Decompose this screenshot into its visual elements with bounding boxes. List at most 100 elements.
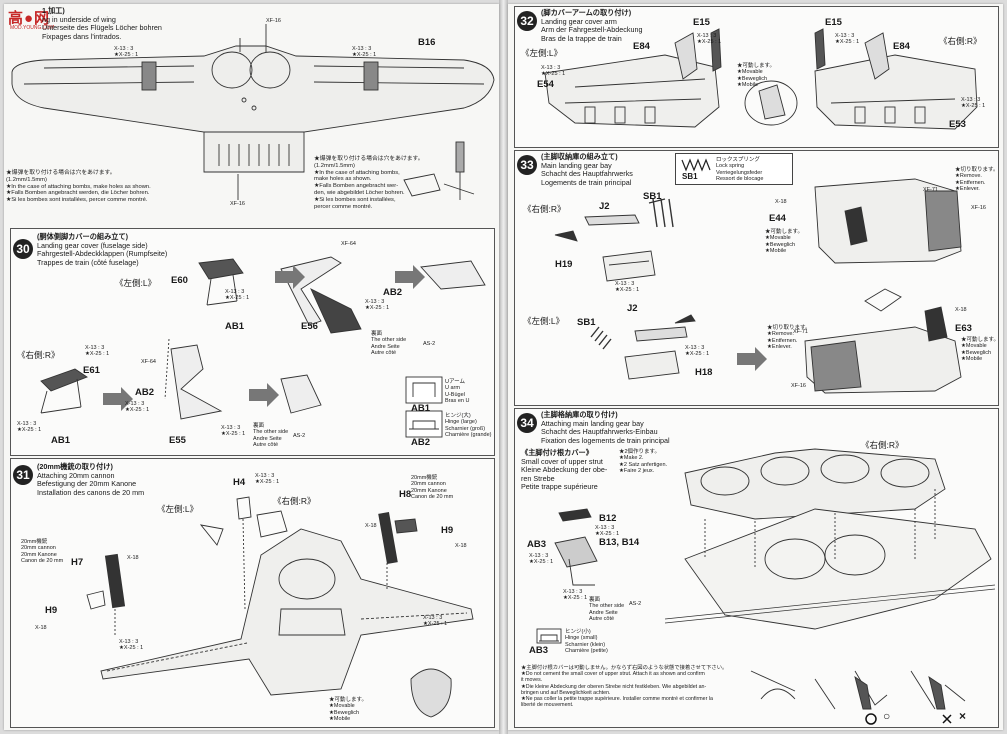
part-xf71-b: XF-71 (793, 329, 808, 335)
step-31-section: 31 (20mm機銃の取り付け) Attaching 20mm cannon B… (10, 458, 495, 728)
step-31-side-l: 《左側:L》 (157, 504, 199, 514)
part-xf64-b: XF-64 (141, 359, 156, 365)
part-x18-b: X-18 (955, 307, 967, 313)
legend-ab2-text: ヒンジ(大)Hinge (large)Scharnier (groß)Charn… (445, 413, 492, 439)
step-32-paint-d: X-13 : 3★X-25 : 1 (961, 97, 986, 110)
step-34-section: 34 (主脚格納庫の取り付け) Attaching main landing g… (514, 408, 999, 728)
step-30-side-r: 《右側:R》 (17, 350, 60, 360)
step-32-number: 32 (517, 11, 537, 31)
part-e15-b: E15 (825, 17, 842, 28)
part-e61: E61 (83, 365, 100, 376)
wing-note-right: ★爆弾を取り付ける場合は穴をあけます。 (1.2mm/1.5mm) ★In th… (314, 156, 424, 210)
step-31-movable: ★可動します。★Movable★Beweglich★Mobile (329, 697, 367, 723)
wing-note-left: ★爆弾を取り付ける場合は穴をあけます。 (1.2mm/1.5mm) ★In th… (6, 170, 151, 204)
left-page: 高●网 MOD.YOUNG.COM 1 加工) ng in underside … (4, 4, 499, 730)
step-30-paint-f: X-13 : 3★X-25 : 1 (221, 425, 246, 438)
part-x18-a: X-18 (775, 199, 787, 205)
step-30-paint-c: X-13 : 3★X-25 : 1 (85, 345, 110, 358)
part-sb1-b: SB1 (577, 317, 596, 328)
step-33-title: (主脚収納庫の組み立て) Main landing gear bay Schac… (541, 152, 633, 187)
step-33-movable-b: ★可動します。★Movable★Beweglich★Mobile (961, 337, 999, 363)
step-34-make2: ★2個作ります。★Make 2.★2 Satz anfertigen.★Fair… (619, 449, 668, 475)
step-34-paint-b: X-13 : 3★X-25 : 1 (595, 525, 620, 538)
step-32-movable: ★可動します。★Movable★Beweglich★Mobile (737, 63, 775, 89)
step-32-title: (脚カバーアームの取り付け) Landing gear cover arm Ar… (541, 8, 643, 43)
step-34-title: (主脚格納庫の取り付け) Attaching main landing gear… (541, 410, 670, 445)
step-33-remove-a: ★切り取ります。★Remove.★Entfernen.★Enlever. (955, 167, 999, 193)
step-34-number: 34 (517, 413, 537, 433)
step-34-drawing (536, 448, 996, 725)
step-34-cover-title: 《主脚付け根カバー》 Small cover of upper strut Kl… (521, 448, 608, 492)
step-30-as2-b: AS-2 (293, 433, 306, 439)
step-32-section: 32 (脚カバーアームの取り付け) Landing gear cover arm… (514, 6, 999, 148)
step-32-paint-c: X-13 : 3★X-25 : 1 (835, 33, 860, 46)
step-33-number: 33 (517, 155, 537, 175)
part-b13-b14: B13, B14 (599, 537, 640, 548)
step-32-paint-b: X-13 : 3★X-25 : 1 (541, 65, 566, 78)
part-ab3-a: AB3 (527, 539, 547, 550)
wing-part-b16: B16 (418, 37, 436, 48)
spring-icon (681, 158, 711, 172)
part-ab2-b: AB2 (135, 387, 155, 398)
step-32-side-l: 《左側:L》 (521, 48, 563, 58)
x18-a: X-18 (127, 555, 139, 561)
step-30-paint-a: X-13 : 3★X-25 : 1 (225, 289, 250, 302)
page-gutter (499, 0, 508, 734)
step-34-bottom-note: ★主脚付け根カバーは可動しません。かならず右図のような状態で接着させて下さい。 … (521, 665, 728, 709)
step-34-hinge: ヒンジ(小)Hinge (small)Scharnier (klein)Char… (565, 629, 608, 655)
part-e55: E55 (169, 435, 186, 446)
step-30-number: 30 (13, 239, 33, 259)
part-h9-a: H9 (441, 525, 454, 536)
legend-ab2: AB2 (411, 437, 431, 448)
step-33-movable-a: ★可動します。★Movable★Beweglich★Mobile (765, 229, 803, 255)
step-31-paint-a: X-13 : 3★X-25 : 1 (255, 473, 280, 486)
part-xf71-a: XF-71 (923, 187, 938, 193)
part-e84-a: E84 (633, 41, 650, 52)
right-page: 32 (脚カバーアームの取り付け) Landing gear cover arm… (508, 4, 1003, 730)
part-sb1-a: SB1 (643, 191, 662, 202)
step-33-drawing (554, 178, 962, 394)
step-33-paint-a: X-13 : 3★X-25 : 1 (615, 281, 640, 294)
watermark-sub: MOD.YOUNG.COM (10, 25, 55, 31)
part-xf16-b: XF-16 (791, 383, 806, 389)
part-e44: E44 (769, 213, 786, 224)
wing-header: 1 加工) ng in underside of wing Unterseite… (42, 6, 162, 41)
x18-c: X-18 (455, 543, 467, 549)
ng-mark: × (959, 709, 967, 723)
step-31-side-r: 《右側:R》 (273, 496, 316, 506)
step-33-side-r: 《右側:R》 (523, 204, 566, 214)
part-h4: H4 (233, 477, 246, 488)
watermark-logo: 高●网 (8, 10, 51, 27)
step-30-title: (胴体側脚カバーの組み立て) Landing gear cover (fusel… (37, 232, 168, 267)
wing-xf16-top: XF-16 (266, 18, 281, 24)
part-e54: E54 (537, 79, 554, 90)
step-33-side-l: 《左側:L》 (523, 316, 565, 326)
step-32-side-r: 《右側:R》 (939, 36, 982, 46)
legend-ab1: AB1 (411, 403, 431, 414)
part-h8: H8 (399, 489, 412, 500)
part-b12: B12 (599, 513, 617, 524)
step-33-remove-b: ★切り取ります。★Remove.★Entfernen.★Enlever. (767, 325, 811, 351)
wing-paint-right: X-13 : 3★X-25 : 1 (352, 46, 377, 59)
x18-b: X-18 (365, 523, 377, 529)
step-34-as2: AS-2 (629, 601, 642, 607)
part-xf64-a: XF-64 (341, 241, 356, 247)
wing-xf16-bottom: XF-16 (230, 201, 245, 207)
step-30-paint-e: X-13 : 3★X-25 : 1 (125, 401, 150, 414)
x18-d: X-18 (35, 625, 47, 631)
step-34-paint-c: X-13 : 3★X-25 : 1 (563, 589, 588, 602)
step-30-paint-d: X-13 : 3★X-25 : 1 (17, 421, 42, 434)
part-xf16-a: XF-16 (971, 205, 986, 211)
step-34-side-r: 《右側:R》 (861, 440, 904, 450)
step-30-drawing (40, 256, 486, 438)
part-h19: H19 (555, 259, 573, 270)
part-e53: E53 (949, 119, 966, 130)
spring-code: SB1 (682, 172, 698, 181)
